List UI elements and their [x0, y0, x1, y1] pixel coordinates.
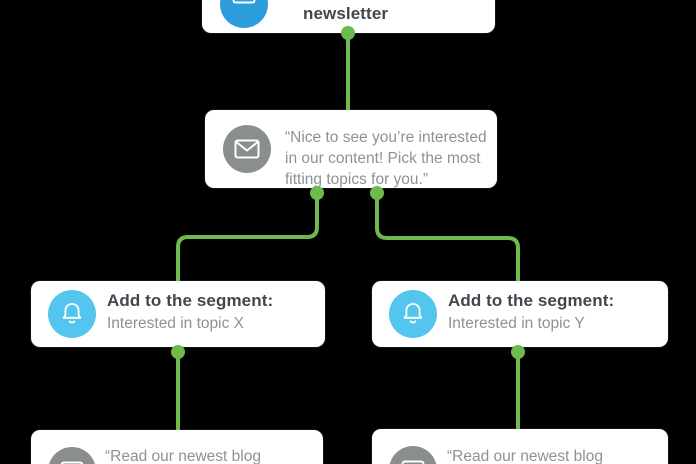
bell-glyph — [403, 303, 423, 324]
envelope-icon — [223, 125, 271, 173]
email-message-text: “Nice to see you’re interested in our co… — [285, 127, 487, 190]
anchor-dot — [511, 345, 525, 359]
segment-title: Add to the segment: — [448, 291, 615, 310]
blog-message-line: “Read our newest blog — [447, 448, 603, 464]
flow-node-blog-message-y[interactable]: “Read our newest blog — [372, 429, 668, 464]
trigger-label: newsletter — [303, 4, 389, 23]
post-glyph — [401, 460, 425, 464]
segment-title: Add to the segment: — [107, 291, 274, 310]
flow-node-newsletter-trigger[interactable]: newsletter — [202, 0, 495, 33]
connector-email-to-segment-y — [375, 193, 520, 281]
blog-message-line: “Read our newest blog — [105, 448, 261, 464]
email-message-line: in our content! Pick the most — [285, 150, 481, 167]
post-icon — [48, 447, 96, 464]
flow-node-segment-y[interactable]: Add to the segment: Interested in topic … — [372, 281, 668, 347]
bell-glyph — [62, 303, 82, 324]
segment-subtitle: Interested in topic X — [107, 315, 244, 332]
envelope-glyph — [232, 0, 256, 4]
envelope-glyph — [234, 139, 260, 159]
flow-node-segment-x[interactable]: Add to the segment: Interested in topic … — [31, 281, 325, 347]
flow-node-email-message[interactable]: “Nice to see you’re interested in our co… — [205, 110, 497, 188]
segment-subtitle: Interested in topic Y — [448, 315, 585, 332]
post-icon — [389, 446, 437, 464]
bell-icon — [48, 290, 96, 338]
anchor-dot — [171, 345, 185, 359]
post-glyph — [60, 461, 84, 464]
bell-icon — [389, 290, 437, 338]
envelope-icon — [220, 0, 268, 28]
flow-node-blog-message-x[interactable]: “Read our newest blog — [31, 430, 323, 464]
email-message-line: fitting topics for you.” — [285, 171, 429, 188]
email-message-line: “Nice to see you’re interested — [285, 129, 487, 146]
connector-email-to-segment-x — [176, 193, 319, 281]
